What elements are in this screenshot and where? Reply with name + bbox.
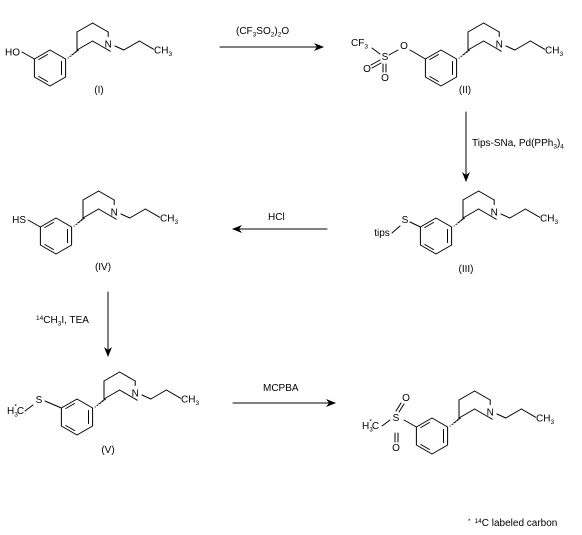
ester-oxygen: O	[400, 41, 408, 52]
methyl-label: CH3	[540, 214, 558, 227]
sulfur-atom: S	[402, 215, 409, 226]
sulfonyl-oxygen-2: O	[392, 443, 400, 454]
methyl-label: CH3	[160, 214, 178, 227]
compound-VI: N CH3 S O O H3*C	[362, 390, 554, 455]
nitrogen-atom: N	[105, 40, 112, 51]
sulfur-atom: S	[382, 52, 389, 63]
nitrogen-atom: N	[487, 408, 494, 419]
sulfur-atom: S	[36, 395, 43, 406]
hydroxyl-label: HO	[5, 48, 20, 59]
footnote: *14C labeled carbon	[468, 518, 557, 529]
nitrogen-atom: N	[132, 389, 139, 400]
methyl-label: CH3	[181, 395, 199, 408]
methyl-label: CH3	[154, 46, 172, 59]
nitrogen-atom: N	[496, 40, 503, 51]
compound-V-label: (V)	[101, 445, 114, 456]
reagent-step-2: Tips-SNa, Pd(PPh3)4	[472, 138, 564, 151]
compound-IV: N CH3 HS	[12, 190, 178, 255]
sulfonyl-oxygen-1: O	[381, 73, 389, 84]
cf3-label: CF3	[351, 38, 368, 51]
compound-IV-label: (IV)	[95, 262, 111, 273]
compound-III-label: (III)	[459, 264, 474, 275]
labeled-methyl-label: H3*C	[7, 404, 24, 419]
reagent-step-5: MCPBA	[263, 383, 299, 394]
compound-II: N CH3 O S CF3 O O	[351, 22, 563, 87]
compound-V: N CH3 S H3*C	[7, 371, 199, 436]
reagent-step-3: HCl	[268, 212, 285, 223]
nitrogen-atom: N	[111, 208, 118, 219]
compound-I-label: (I)	[94, 85, 103, 96]
sulfur-atom: S	[393, 413, 400, 424]
labeled-methyl-label: H3*C	[362, 419, 379, 434]
sulfonyl-oxygen-2: O	[363, 64, 371, 75]
reagent-step-1: (CF3SO2)2O	[236, 26, 289, 39]
reagent-step-4: 14CH3I, TEA	[36, 315, 89, 328]
compound-II-label: (II)	[459, 85, 471, 96]
sulfonyl-oxygen-1: O	[402, 393, 410, 404]
methyl-label: CH3	[545, 46, 563, 59]
methyl-label: CH3	[536, 414, 554, 427]
compound-I: N CH3 HO	[5, 22, 172, 87]
thiol-label: HS	[12, 215, 26, 226]
nitrogen-atom: N	[491, 208, 498, 219]
tips-label: tips	[374, 228, 390, 239]
compound-III: N CH3 S tips	[374, 190, 558, 255]
